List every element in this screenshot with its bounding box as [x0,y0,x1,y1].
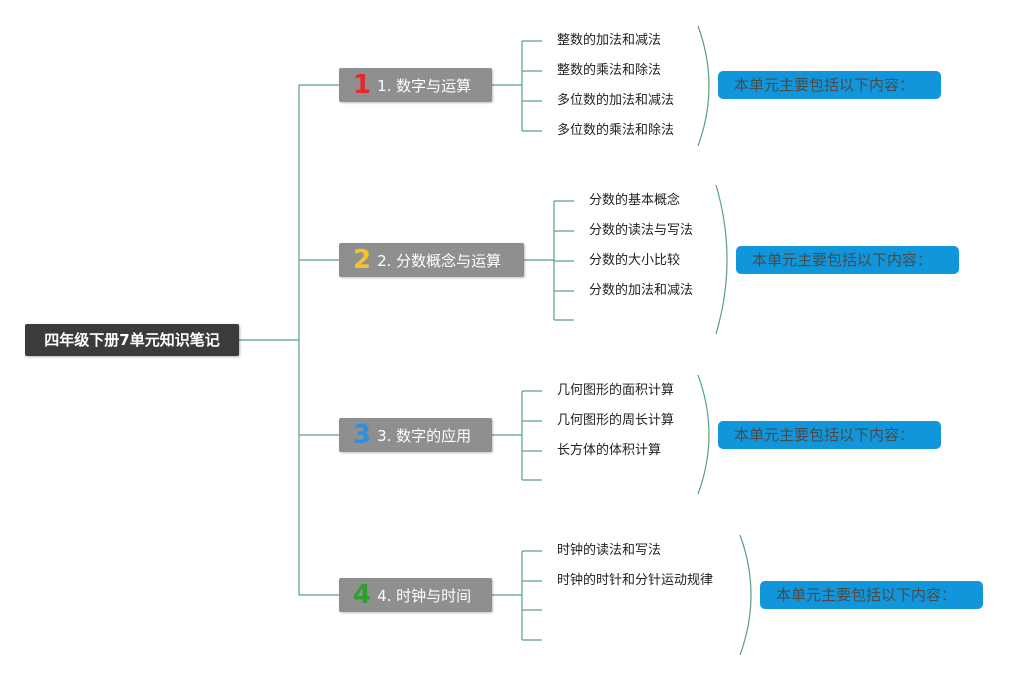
summary-brace [697,374,710,495]
leaf-topic[interactable]: 分数的基本概念 [589,193,681,208]
summary-note[interactable]: 本单元主要包括以下内容： [736,246,959,274]
number-1-icon: 1 [353,70,372,100]
branch-topic-1[interactable]: 1 1. 数字与运算 [339,68,492,102]
leaf-topic[interactable]: 几何图形的面积计算 [557,383,675,398]
leaf-topic[interactable]: 整数的加法和减法 [557,33,662,48]
branch-topic-4[interactable]: 4 4. 时钟与时间 [339,578,492,612]
branch-label: 3. 数字的应用 [377,426,472,445]
leaf-topic[interactable]: 整数的乘法和除法 [557,63,662,78]
summary-note[interactable]: 本单元主要包括以下内容： [718,421,941,449]
leaf-topic[interactable]: 几何图形的周长计算 [557,413,675,428]
leaf-topic[interactable]: 分数的读法与写法 [589,223,694,238]
number-4-icon: 4 [353,580,372,610]
branch-label: 1. 数字与运算 [377,76,472,95]
branch-label: 2. 分数概念与运算 [377,251,502,270]
summary-note[interactable]: 本单元主要包括以下内容： [718,71,941,99]
leaf-topic[interactable]: 时钟的时针和分针运动规律 [557,573,714,588]
number-3-icon: 3 [353,420,372,450]
number-2-icon: 2 [353,245,372,275]
summary-brace [739,534,752,656]
branch-topic-2[interactable]: 2 2. 分数概念与运算 [339,243,524,277]
branch-label: 4. 时钟与时间 [377,586,472,605]
leaf-topic[interactable]: 长方体的体积计算 [557,443,662,458]
summary-brace [697,25,710,147]
leaf-topic[interactable]: 时钟的读法和写法 [557,543,662,558]
leaf-topic[interactable]: 多位数的乘法和除法 [557,123,675,138]
leaf-topic[interactable]: 分数的加法和减法 [589,283,694,298]
summary-brace [715,184,728,335]
summary-note[interactable]: 本单元主要包括以下内容： [760,581,983,609]
root-topic[interactable]: 四年级下册7单元知识笔记 [25,324,239,356]
branch-topic-3[interactable]: 3 3. 数字的应用 [339,418,492,452]
leaf-topic[interactable]: 多位数的加法和减法 [557,93,675,108]
leaf-topic[interactable]: 分数的大小比较 [589,253,681,268]
